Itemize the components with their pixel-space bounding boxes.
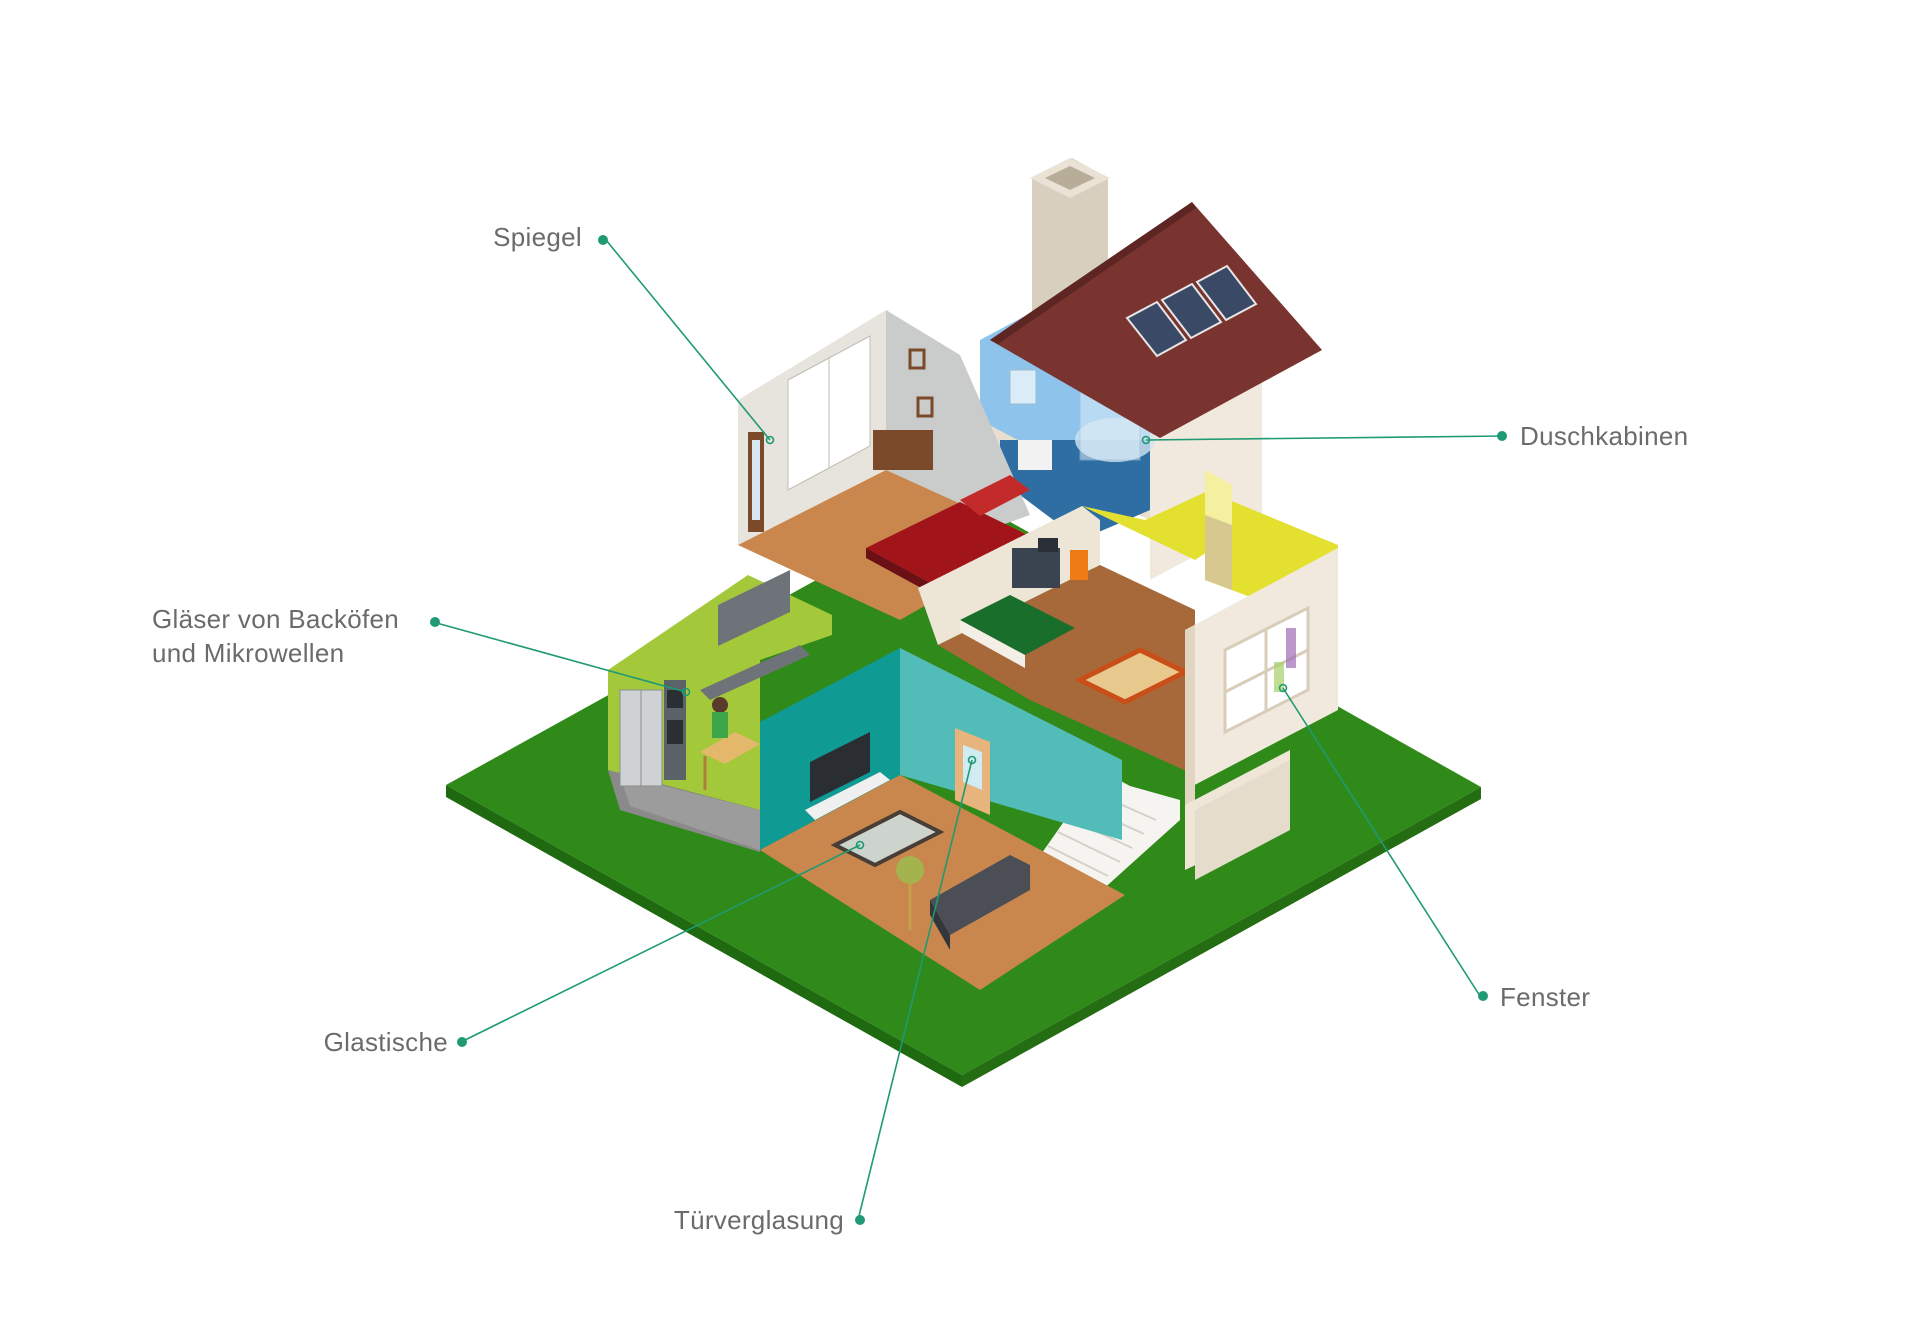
leader-fenster [1282, 687, 1481, 997]
label-duschkabinen: Duschkabinen [1520, 419, 1688, 453]
right-facade [1185, 548, 1338, 880]
kitchen [608, 570, 832, 852]
label-fenster-line-1: Fenster [1500, 982, 1591, 1012]
label-gl-backofen-line-1: Gläser von Backöfen [152, 604, 400, 634]
label-duschkabinen-line-1: Duschkabinen [1520, 421, 1689, 451]
dot-duschkabinen [1497, 431, 1507, 441]
roof [990, 202, 1322, 438]
leader-lines [432, 239, 1506, 1221]
mirror-stand [748, 432, 764, 532]
wardrobe [787, 335, 871, 491]
tv [805, 732, 890, 820]
leader-duschkabinen [1145, 435, 1506, 441]
upper-cabinets [718, 570, 790, 646]
label-spiegel-line-1: Spiegel [493, 222, 582, 252]
leader-end-dots [681, 435, 1288, 850]
double-bed [866, 475, 1030, 596]
coffee-table [830, 809, 945, 868]
kids-bed [960, 595, 1075, 668]
label-tuerverglasung: Türverglasung [674, 1203, 844, 1237]
dot-fenster [1478, 991, 1488, 1001]
dot-tuerverglasung [855, 1215, 865, 1225]
leader-dots [430, 235, 1507, 1225]
blinds [1205, 515, 1232, 590]
dot-spiegel [598, 235, 608, 245]
dot-gl-backofen [430, 617, 440, 627]
living-room [760, 648, 1125, 990]
label-gl-backofen: Gläser von Backöfen und Mikrowellen [152, 602, 399, 670]
oven-microwave-column [664, 680, 686, 780]
leader-tuerverglasung [857, 759, 973, 1221]
fridge [619, 689, 663, 787]
leader-spiegel [605, 239, 771, 441]
dining-table [700, 732, 760, 790]
desk [1012, 538, 1088, 588]
dot-glastische [457, 1037, 467, 1047]
label-fenster: Fenster [1500, 980, 1590, 1014]
label-spiegel: Spiegel [493, 220, 582, 254]
leader-gl-backofen [432, 621, 687, 693]
window-frame [1223, 605, 1310, 735]
label-glastische: Glastische [324, 1025, 448, 1059]
door [955, 728, 990, 815]
solar-panels [1125, 264, 1258, 358]
label-tuerverglasung-line-1: Türverglasung [673, 1205, 844, 1235]
leader-glastische [460, 844, 861, 1043]
label-glastische-line-1: Glastische [323, 1027, 448, 1057]
label-gl-backofen-line-2: und Mikrowellen [152, 638, 345, 668]
